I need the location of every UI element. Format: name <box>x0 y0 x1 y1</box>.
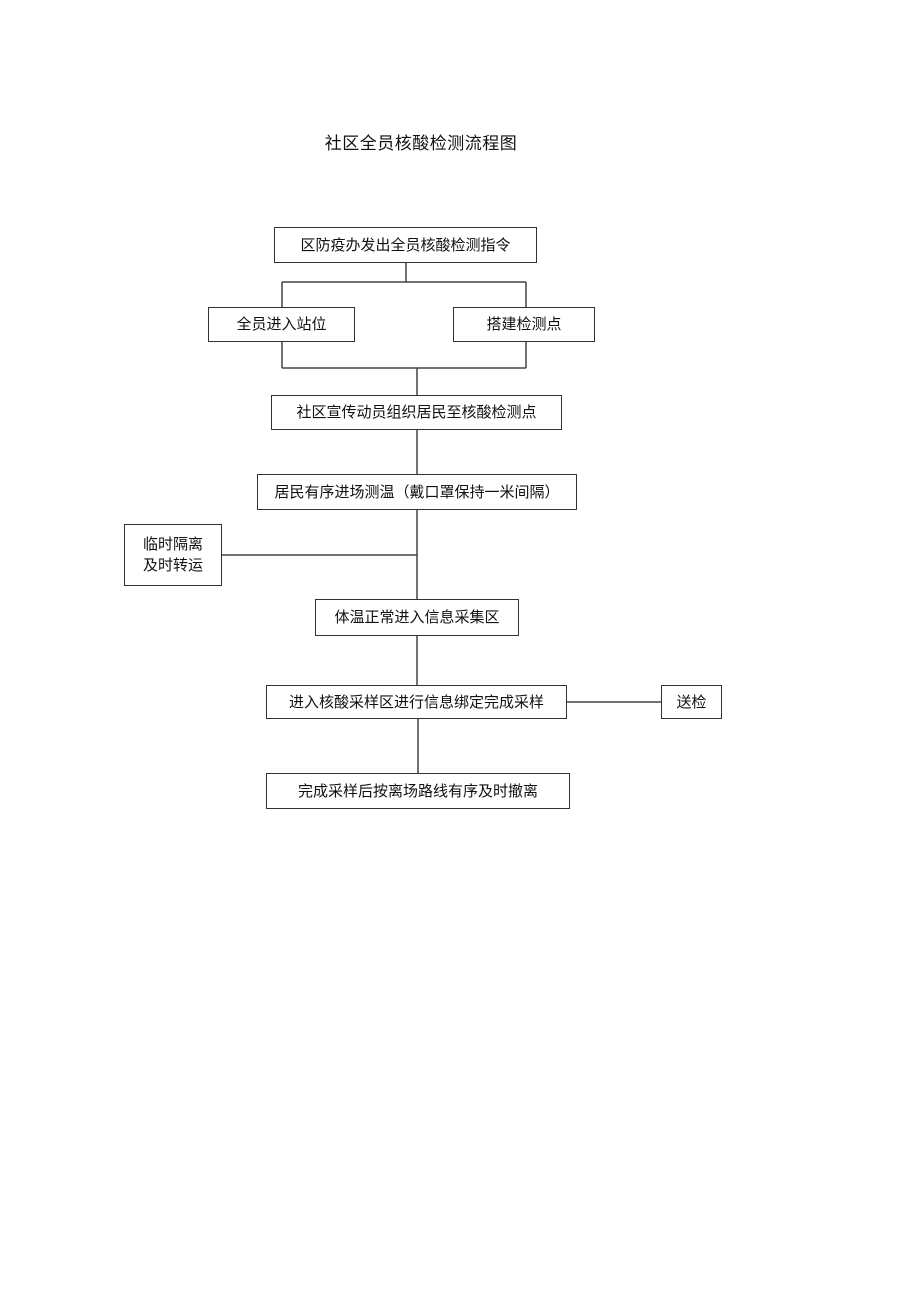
send-for-test-box: 送检 <box>661 685 722 719</box>
isolation-text-line2: 及时转运 <box>142 556 203 574</box>
command-box: 区防疫办发出全员核酸检测指令 <box>274 227 537 263</box>
temperature-check-box: 居民有序进场测温（戴口罩保持一米间隔） <box>257 474 577 510</box>
isolation-text-line1: 临时隔离 <box>142 535 203 553</box>
exit-text: 完成采样后按离场路线有序及时撤离 <box>297 781 538 800</box>
isolation-box: 临时隔离 及时转运 <box>124 524 222 586</box>
info-collection-text: 体温正常进入信息采集区 <box>334 608 500 626</box>
community-mobilize-text: 社区宣传动员组织居民至核酸检测点 <box>296 403 537 421</box>
exit-box: 完成采样后按离场路线有序及时撤离 <box>266 773 570 809</box>
sampling-text: 进入核酸采样区进行信息绑定完成采样 <box>288 692 544 711</box>
setup-test-site-box: 搭建检测点 <box>453 307 595 342</box>
community-mobilize-box: 社区宣传动员组织居民至核酸检测点 <box>271 395 562 430</box>
command-text: 区防疫办发出全员核酸检测指令 <box>300 235 511 254</box>
page-title: 社区全员核酸检测流程图 <box>324 134 518 154</box>
info-collection-box: 体温正常进入信息采集区 <box>315 599 519 636</box>
setup-test-site-text: 搭建检测点 <box>486 315 562 333</box>
send-for-test-text: 送检 <box>676 692 707 711</box>
temperature-check-text: 居民有序进场测温（戴口罩保持一米间隔） <box>274 482 560 501</box>
sampling-box: 进入核酸采样区进行信息绑定完成采样 <box>266 685 567 719</box>
staff-in-position-box: 全员进入站位 <box>208 307 355 342</box>
staff-in-position-text: 全员进入站位 <box>236 315 327 333</box>
